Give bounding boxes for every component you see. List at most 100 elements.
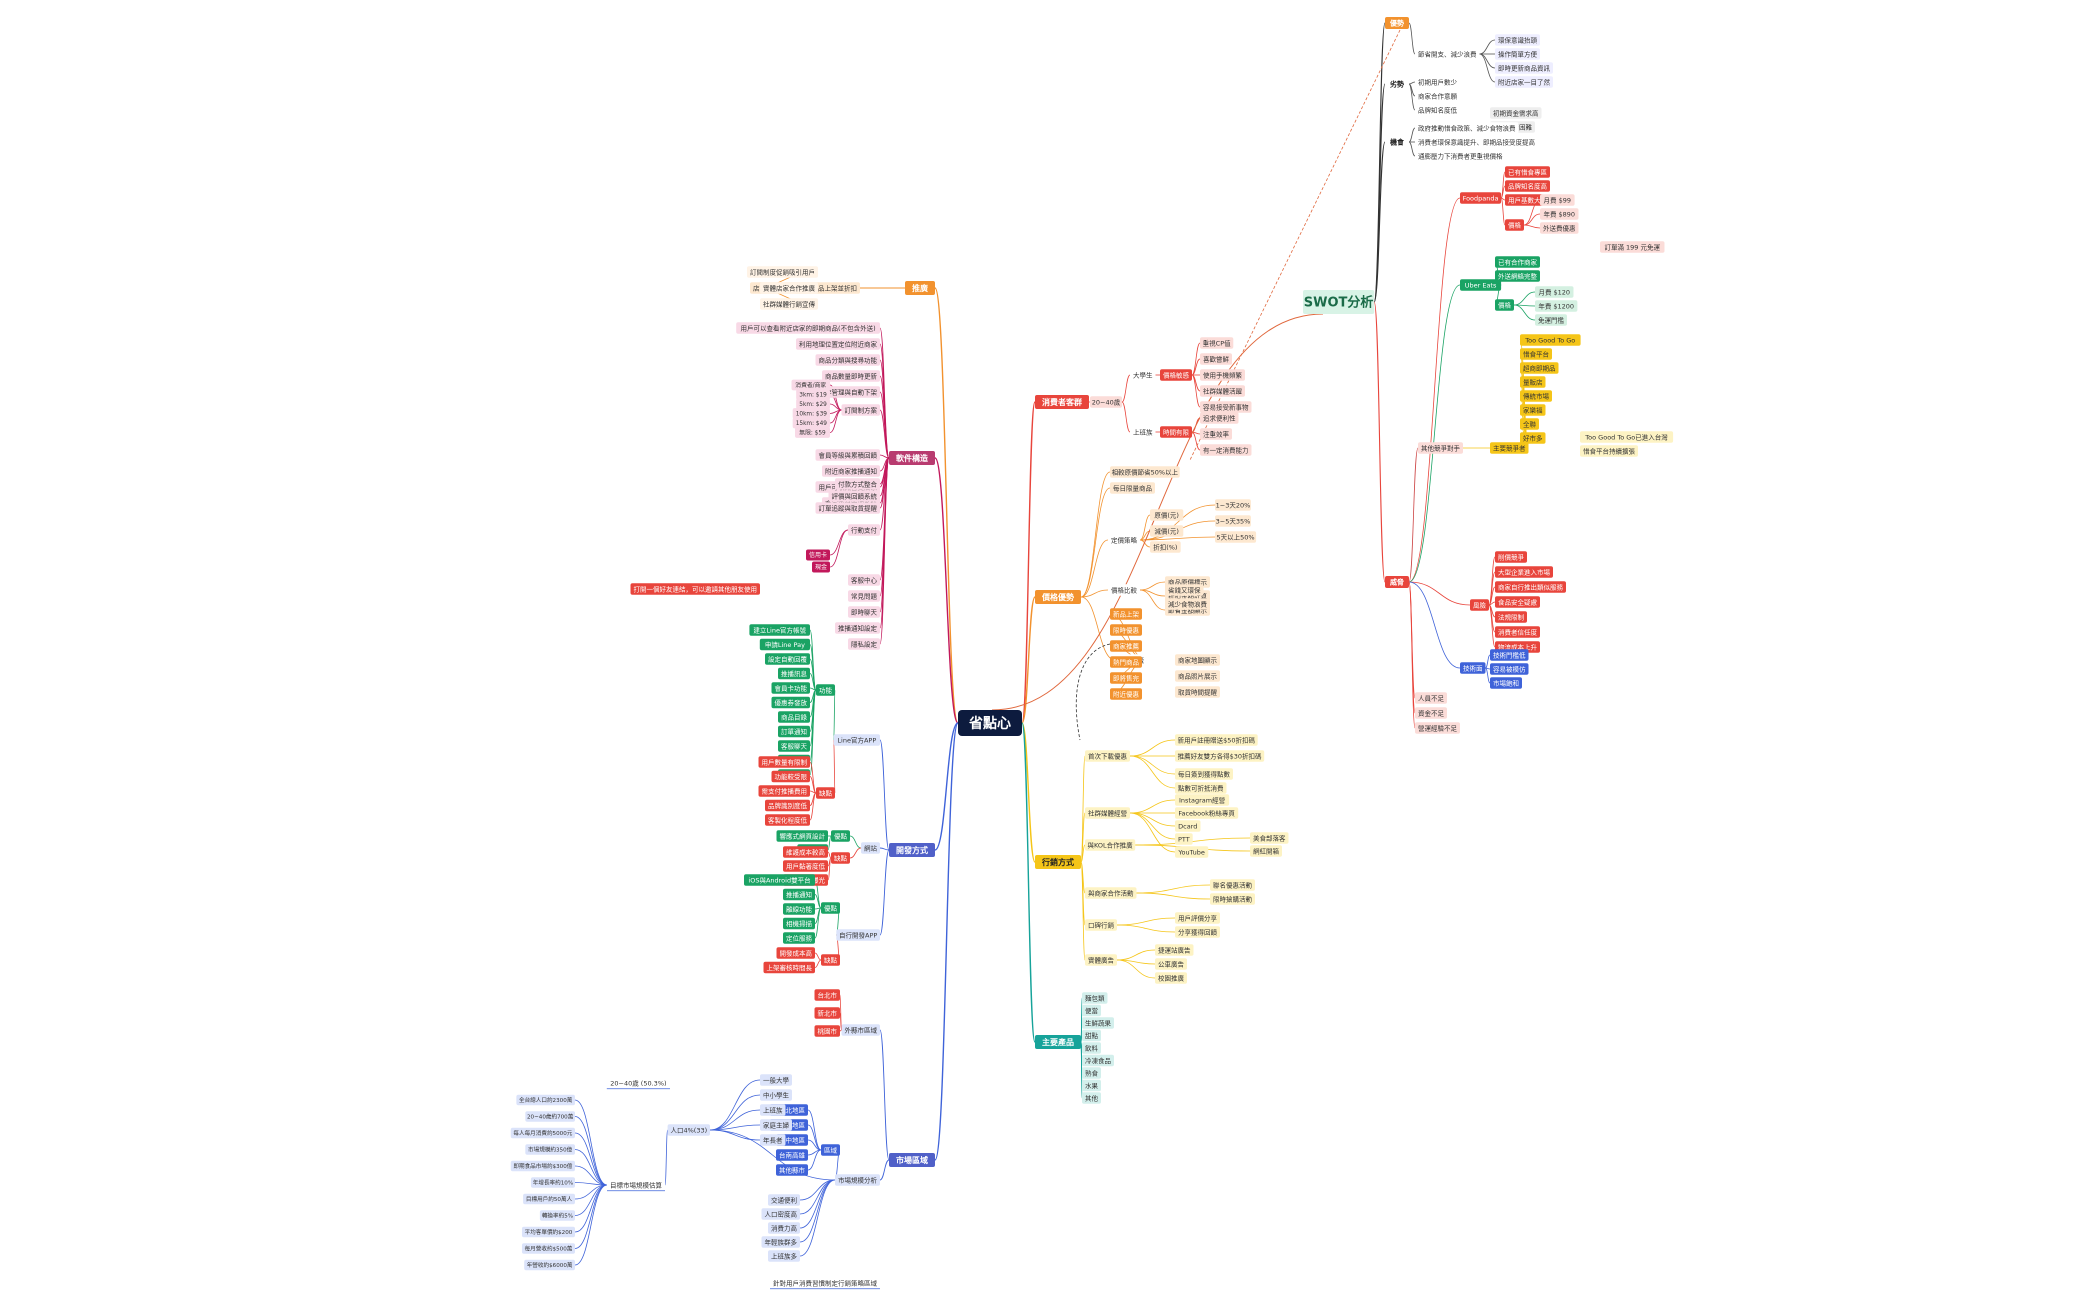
topic-node[interactable]: 會員等級與累積回饋: [815, 449, 881, 461]
topic-node[interactable]: 技術門檻低: [1490, 649, 1529, 661]
topic-node[interactable]: 訂閱制度促銷吸引用戶: [747, 266, 818, 278]
topic-node[interactable]: 家樂福: [1520, 404, 1546, 416]
topic-node[interactable]: 喜歡嘗鮮: [1200, 353, 1232, 365]
topic-node[interactable]: 年費 $1200: [1535, 300, 1578, 312]
topic-node[interactable]: 常見問題: [848, 590, 880, 602]
topic-node[interactable]: 商家自行推出類似服務: [1495, 581, 1566, 593]
topic-node[interactable]: 市場飽和: [1490, 677, 1522, 689]
topic-node[interactable]: 時間有限: [1160, 426, 1192, 438]
topic-node[interactable]: 會員卡功能: [771, 682, 811, 694]
topic-node[interactable]: 年營收約$6000萬: [524, 1259, 575, 1271]
topic-node[interactable]: 已有惜食專區: [1505, 166, 1550, 178]
topic-node[interactable]: 價格: [1505, 219, 1524, 231]
topic-node[interactable]: 其他競爭對手: [1418, 442, 1463, 454]
topic-node[interactable]: 與商家合作活動: [1085, 887, 1137, 899]
topic-node[interactable]: 惜食平台持續擴張: [1580, 445, 1638, 457]
topic-node[interactable]: 10km: $39: [792, 408, 830, 419]
topic-node[interactable]: 15km: $49: [792, 417, 830, 429]
topic-node[interactable]: Foodpanda: [1460, 192, 1502, 204]
topic-node[interactable]: 離線功能: [783, 903, 815, 915]
topic-node[interactable]: 台北市: [814, 989, 841, 1001]
topic-node[interactable]: 外縣市區域: [841, 1024, 881, 1036]
topic-node[interactable]: 即時聊天: [848, 606, 880, 618]
topic-node[interactable]: 相機掃描: [783, 917, 815, 930]
topic-node[interactable]: 缺點: [831, 852, 850, 864]
topic-node[interactable]: 劣勢: [1385, 78, 1409, 90]
topic-node[interactable]: 附近優惠: [1110, 688, 1142, 700]
topic-node[interactable]: 大型企業進入市場: [1495, 566, 1553, 578]
topic-node[interactable]: 大學生: [1130, 369, 1156, 381]
central-topic[interactable]: 省點心: [958, 710, 1022, 736]
topic-node[interactable]: 5天以上50%: [1215, 531, 1257, 543]
topic-node[interactable]: 訂單通知: [778, 725, 810, 738]
topic-node[interactable]: 實體廣告: [1085, 954, 1117, 966]
topic-node[interactable]: 價格: [1495, 299, 1514, 311]
topic-node[interactable]: 市場規模約350億: [525, 1144, 575, 1155]
topic-node[interactable]: 重視CP值: [1200, 337, 1234, 349]
topic-node[interactable]: 機會: [1385, 136, 1409, 148]
topic-node[interactable]: 全台總人口約2300萬: [516, 1094, 575, 1106]
topic-node[interactable]: 聯名優惠活動: [1210, 879, 1255, 891]
topic-node[interactable]: 轉換率約5%: [539, 1210, 575, 1221]
topic-node[interactable]: 原價(元): [1150, 509, 1184, 521]
topic-node[interactable]: 追求便利性: [1200, 412, 1239, 424]
topic-node[interactable]: 利用地理位置定位附近商家: [796, 338, 880, 350]
topic-node[interactable]: 商家推薦: [1110, 640, 1142, 652]
topic-node[interactable]: 便當: [1082, 1004, 1101, 1017]
topic-node[interactable]: 目標用戶約50萬人: [523, 1193, 575, 1205]
topic-node[interactable]: 3km: $19: [796, 389, 830, 400]
topic-node[interactable]: 初期資金需求高: [1490, 107, 1542, 119]
topic-node[interactable]: 操作簡單方便: [1495, 48, 1540, 60]
topic-node[interactable]: 年費 $890: [1540, 208, 1579, 220]
topic-node[interactable]: 功能: [816, 684, 835, 696]
topic-node[interactable]: 環保意識抬頭: [1495, 34, 1540, 46]
topic-node[interactable]: 5km: $29: [796, 398, 830, 410]
topic-node[interactable]: 中小學生: [760, 1089, 792, 1101]
topic-node[interactable]: 折扣(%): [1150, 541, 1181, 553]
topic-node[interactable]: 商家地圖顯示: [1175, 654, 1220, 666]
topic-node[interactable]: 營運經驗不足: [1415, 722, 1460, 734]
topic-node[interactable]: Instagram經營: [1175, 794, 1230, 806]
topic-node[interactable]: 首次下載優惠: [1085, 750, 1130, 762]
topic-node[interactable]: 即時更新商品資訊: [1495, 62, 1553, 74]
topic-node[interactable]: 傳統市場: [1520, 390, 1552, 402]
topic-node[interactable]: 用戶數量有限制: [758, 756, 811, 768]
topic-node[interactable]: 已有合作商家: [1495, 256, 1540, 268]
topic-node[interactable]: 推播通知: [783, 888, 815, 901]
topic-node[interactable]: 消費者環保意識提升、即期品接受度提高: [1415, 136, 1538, 148]
topic-node[interactable]: iOS與Android雙平台: [744, 874, 815, 886]
topic-node[interactable]: 現金: [812, 561, 830, 573]
topic-node[interactable]: 好市多: [1520, 432, 1546, 444]
topic-node[interactable]: 台南高雄: [776, 1149, 808, 1161]
topic-node[interactable]: 庫存管理與自動下架: [815, 386, 881, 398]
topic-node[interactable]: 一般大學: [760, 1074, 792, 1086]
topic-node[interactable]: 人口4%(33): [667, 1124, 710, 1136]
topic-node[interactable]: 校園推廣: [1155, 972, 1187, 984]
topic-node[interactable]: 新用戶註冊贈送$50折扣碼: [1175, 734, 1258, 746]
topic-node[interactable]: 申請Line Pay: [759, 638, 810, 651]
topic-node[interactable]: 功能較受限: [771, 770, 811, 783]
topic-node[interactable]: 客服中心: [848, 574, 880, 586]
topic-node[interactable]: 消費者信任度: [1495, 626, 1540, 638]
topic-node[interactable]: 社群媒體活躍: [1200, 385, 1245, 397]
topic-node[interactable]: 3~5天35%: [1215, 515, 1251, 527]
topic-node[interactable]: 熱門商品: [1110, 656, 1142, 668]
topic-node[interactable]: 其他縣市: [776, 1164, 808, 1176]
topic-node[interactable]: 優點: [821, 902, 840, 914]
plan-topic[interactable]: 訂閱制方案: [841, 404, 881, 416]
topic-node[interactable]: 1~3天20%: [1215, 499, 1251, 511]
topic-node[interactable]: 捷運站廣告: [1155, 944, 1194, 956]
topic-node[interactable]: 自行開發APP: [836, 929, 880, 941]
topic-node[interactable]: 優勢: [1385, 17, 1409, 29]
branch-software[interactable]: 軟件構造: [889, 451, 935, 465]
topic-node[interactable]: 通膨壓力下消費者更重視價格: [1415, 150, 1506, 162]
branch-consumer[interactable]: 消費者客群: [1035, 395, 1089, 409]
topic-node[interactable]: 月費 $120: [1535, 286, 1574, 298]
topic-node[interactable]: 食品安全疑慮: [1495, 596, 1540, 608]
topic-node[interactable]: Line官方APP: [833, 734, 880, 746]
topic-node[interactable]: 定位服務: [783, 932, 815, 944]
topic-node[interactable]: 超商即期品: [1520, 362, 1559, 374]
topic-node[interactable]: 用戶可以查看附近店家的即期商品(不包含外送): [736, 322, 880, 334]
topic-node[interactable]: 威脅: [1385, 576, 1409, 588]
topic-node[interactable]: 優惠券發放: [771, 696, 811, 709]
